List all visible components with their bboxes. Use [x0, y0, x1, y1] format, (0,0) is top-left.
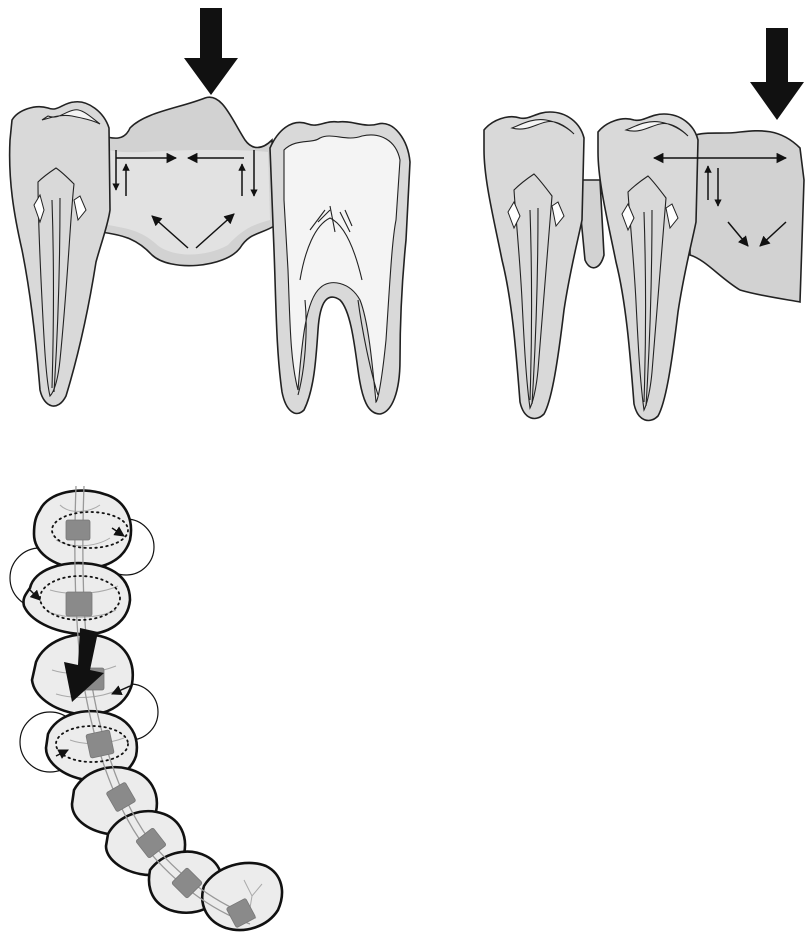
abutment-molar-right: [270, 122, 410, 414]
occlusal-force-arrow-2: [750, 28, 804, 120]
occlusal-force-arrow-1: [184, 8, 238, 95]
fixed-bridge-panel: [10, 8, 410, 414]
bracket-2: [66, 592, 92, 616]
abutment-premolar-left: [10, 102, 110, 406]
bracket-4: [86, 730, 114, 758]
premolar-1: [484, 112, 584, 418]
cantilever-bridge-panel: [484, 28, 804, 420]
dental-arch-panel: [10, 486, 282, 930]
abutment-premolar-2: [598, 114, 698, 420]
bracket-1: [66, 520, 90, 540]
